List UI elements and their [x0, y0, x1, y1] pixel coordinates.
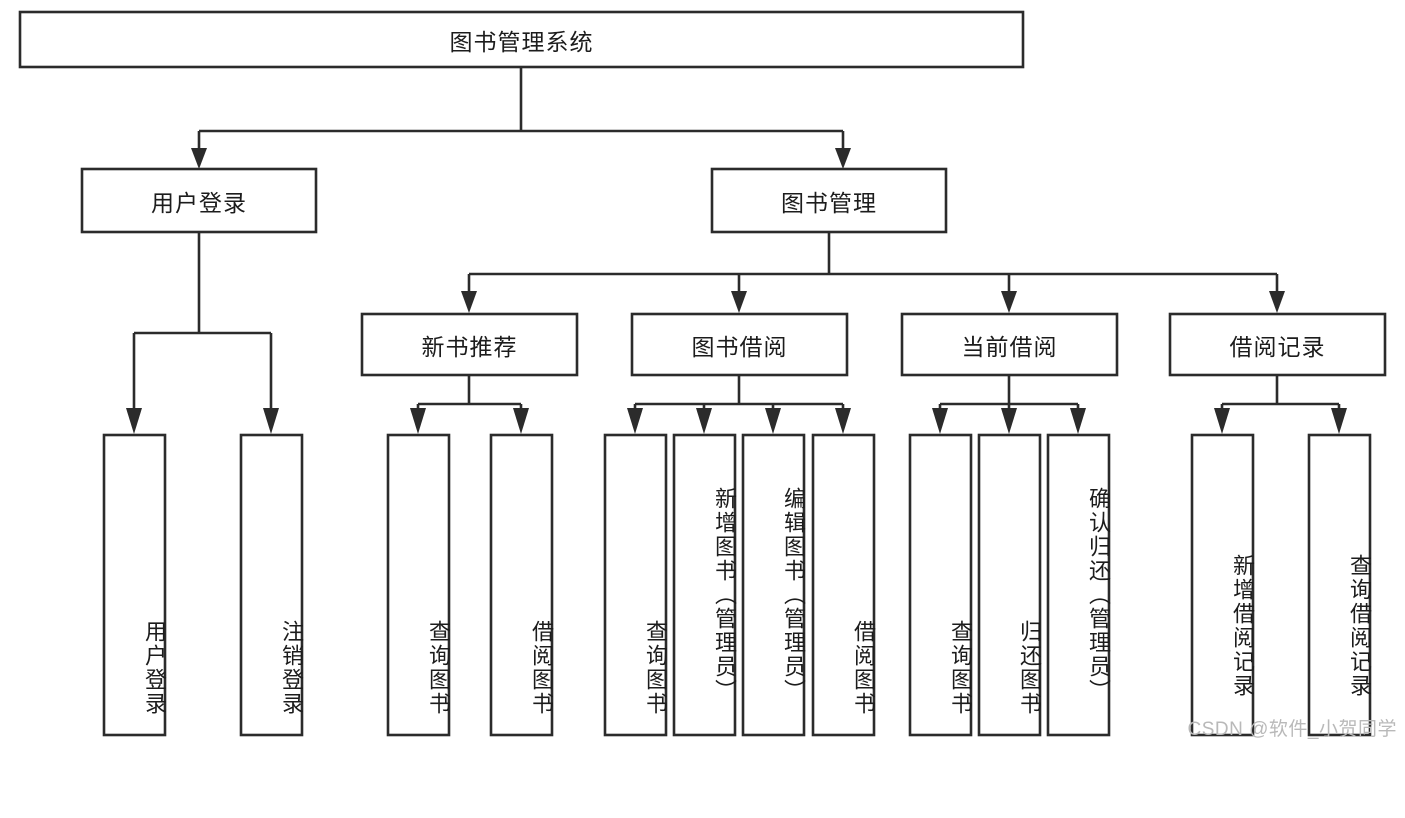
node-book-management[interactable]	[710, 167, 948, 234]
node-leaf-user-login[interactable]	[102, 433, 167, 737]
connector-currentborrow-to-leaves	[932, 376, 1086, 434]
node-leaf-return-book[interactable]	[977, 433, 1042, 737]
node-leaf-borrow-book-2[interactable]	[811, 433, 876, 737]
node-leaf-confirm-return[interactable]	[1046, 433, 1111, 737]
node-leaf-logout-login[interactable]	[239, 433, 304, 737]
node-leaf-add-borrow-record[interactable]	[1190, 433, 1255, 737]
connector-bookmanagement-to-level3	[461, 233, 1285, 313]
node-user-login[interactable]	[80, 167, 318, 234]
node-leaf-query-book-3[interactable]	[908, 433, 973, 737]
connector-userlogin-to-leaves	[126, 233, 279, 434]
flowchart-canvas	[18, 10, 1387, 737]
node-leaf-edit-book[interactable]	[741, 433, 806, 737]
flowchart-diagram: 图书管理系统 用户登录 图书管理 新书推荐 图书借阅 当前借阅 借阅记录 用户登…	[18, 10, 1396, 740]
connector-newbook-to-leaves	[410, 376, 529, 434]
node-borrow-record[interactable]	[1168, 312, 1387, 377]
node-new-book-recommend[interactable]	[360, 312, 579, 377]
node-leaf-query-borrow-record[interactable]	[1307, 433, 1372, 737]
node-leaf-borrow-book-1[interactable]	[489, 433, 554, 737]
connector-borrowrecord-to-leaves	[1214, 376, 1347, 434]
node-leaf-add-book[interactable]	[672, 433, 737, 737]
connector-root-to-level2	[191, 68, 851, 169]
node-root[interactable]	[18, 10, 1025, 69]
connector-bookborrow-to-leaves	[627, 376, 851, 434]
node-current-borrow[interactable]	[900, 312, 1119, 377]
node-leaf-query-book-2[interactable]	[603, 433, 668, 737]
node-book-borrow[interactable]	[630, 312, 849, 377]
node-leaf-query-book-1[interactable]	[386, 433, 451, 737]
